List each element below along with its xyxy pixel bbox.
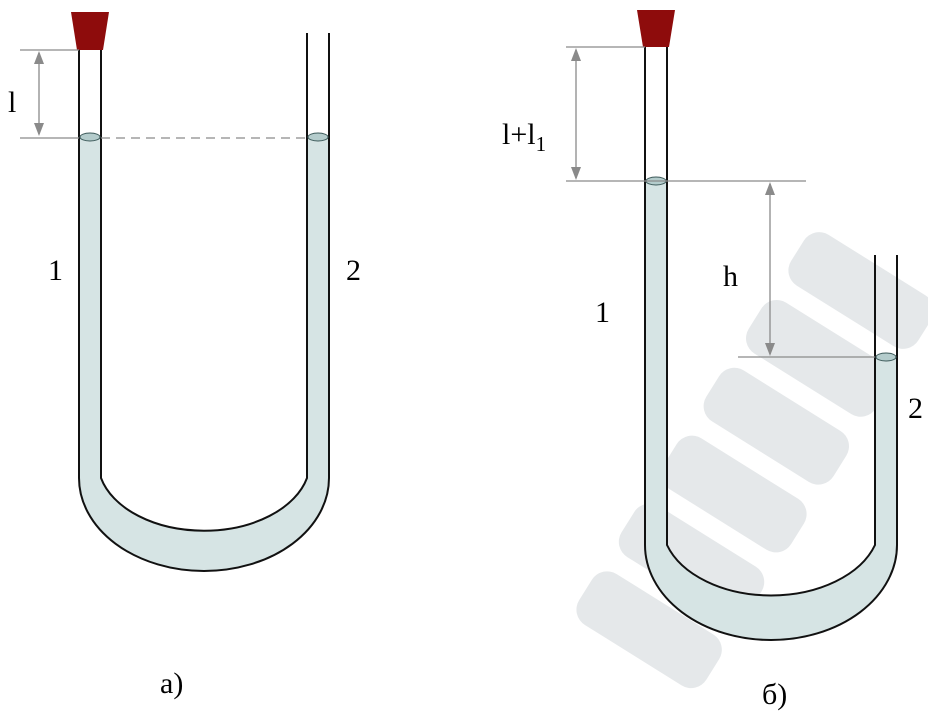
- figure-a: l 1 2 а): [8, 12, 361, 700]
- caption-b: б): [762, 678, 787, 711]
- figure-b: l+l1 h 1 2 б): [502, 10, 923, 711]
- arrow-up-icon: [571, 48, 581, 61]
- tube-label-2-a: 2: [346, 254, 361, 287]
- tube-outer-wall-b: [644, 45, 898, 641]
- dimension-label-base: l+l: [502, 118, 536, 151]
- dimension-label-h: h: [723, 260, 738, 293]
- tube-label-1-a: 1: [48, 254, 63, 287]
- tube-label-1-b: 1: [595, 296, 610, 329]
- liquid-column-b: [645, 182, 897, 640]
- stopper-icon: [71, 12, 109, 50]
- dimension-label-subscript: 1: [536, 132, 547, 156]
- watermark-logo: [576, 232, 928, 689]
- tube-inner-wall-b: [666, 45, 876, 597]
- arrow-up-icon: [765, 182, 775, 195]
- arrow-down-icon: [571, 167, 581, 180]
- meniscus-right-b: [875, 352, 897, 362]
- tube-label-2-b: 2: [908, 392, 923, 425]
- tube-outer-wall-a: [78, 33, 330, 572]
- tube-inner-wall-a: [100, 33, 308, 532]
- caption-a: а): [160, 667, 183, 700]
- meniscus-right-a: [307, 132, 329, 142]
- stopper-icon: [637, 10, 675, 47]
- dimension-label-l-plus-l1: l+l1: [502, 118, 546, 156]
- arrow-up-icon: [34, 51, 44, 64]
- dimension-label-l: l: [8, 86, 16, 119]
- arrow-down-icon: [765, 343, 775, 356]
- meniscus-left-a: [79, 132, 101, 142]
- arrow-down-icon: [34, 123, 44, 136]
- liquid-column-a: [79, 138, 329, 571]
